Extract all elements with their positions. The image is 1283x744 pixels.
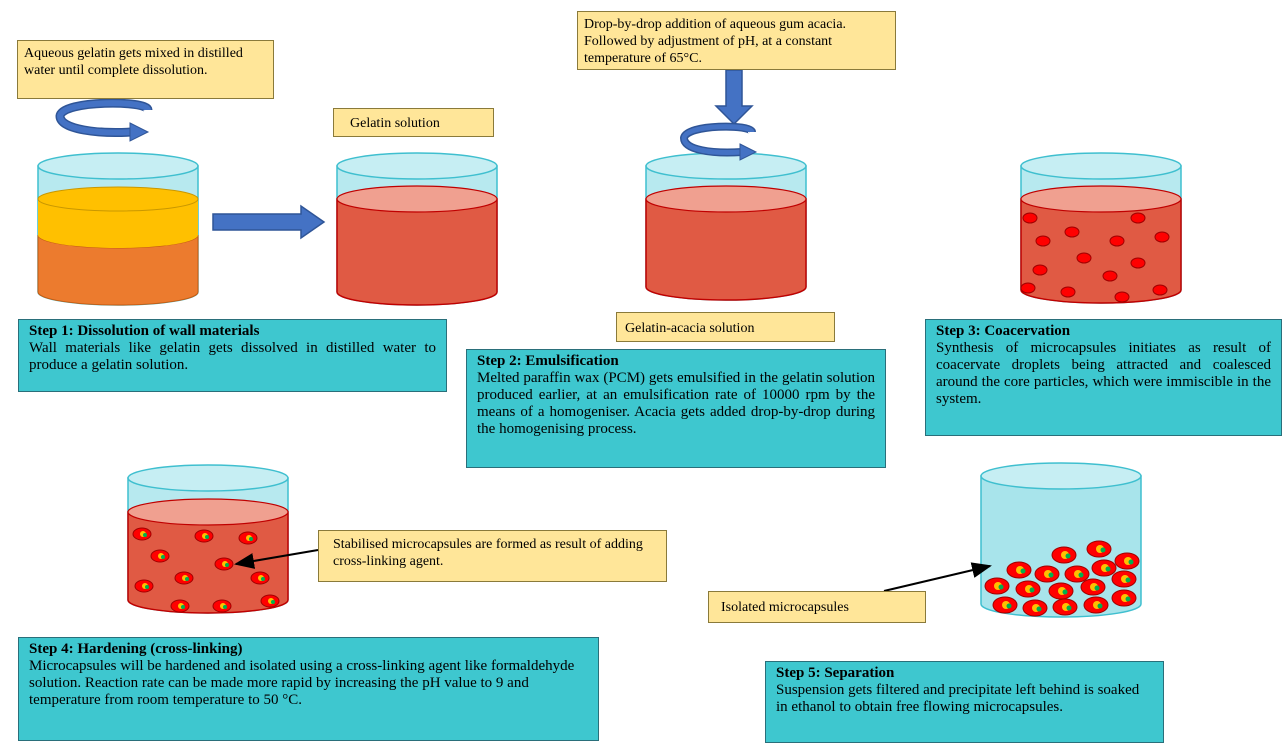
- beaker-5: [127, 464, 289, 614]
- step-title: Step 3: Coacervation: [936, 323, 1071, 339]
- note-stabilised-microcapsules: Stabilised microcapsules are formed as r…: [318, 530, 667, 582]
- stir-arrow-icon: [679, 122, 758, 161]
- step-3-box: Step 3: Coacervation Synthesis of microc…: [925, 319, 1282, 436]
- step-title: Step 1: Dissolution of wall materials: [29, 323, 260, 339]
- step-body: Suspension gets filtered and precipitate…: [776, 682, 1140, 715]
- droplets: [1020, 212, 1170, 303]
- step-title: Step 5: Separation: [776, 665, 895, 681]
- step-body: Microcapsules will be hardened and isola…: [29, 658, 575, 708]
- hardened-microcapsules: [132, 527, 280, 613]
- step-body: Melted paraffin wax (PCM) gets emulsifie…: [477, 370, 875, 437]
- stir-arrow-icon: [55, 98, 153, 142]
- note-gelatin-mixing: Aqueous gelatin gets mixed in distilled …: [17, 40, 274, 99]
- step-body: Synthesis of microcapsules initiates as …: [936, 340, 1271, 407]
- step-5-box: Step 5: Separation Suspension gets filte…: [765, 661, 1164, 743]
- beaker-3: [645, 152, 807, 301]
- pointer-arrow: [234, 549, 319, 569]
- note-acacia-addition: Drop-by-drop addition of aqueous gum aca…: [577, 11, 896, 70]
- note-gelatin-solution: Gelatin solution: [333, 108, 494, 137]
- beaker-4: [1020, 152, 1182, 304]
- step-1-box: Step 1: Dissolution of wall materials Wa…: [18, 319, 447, 392]
- step-2-box: Step 2: Emulsification Melted paraffin w…: [466, 349, 886, 468]
- note-gelatin-acacia: Gelatin-acacia solution: [616, 312, 835, 342]
- beaker-2: [336, 152, 498, 306]
- step-title: Step 4: Hardening (cross-linking): [29, 641, 243, 657]
- step-body: Wall materials like gelatin gets dissolv…: [29, 340, 436, 373]
- right-arrow-icon: [212, 204, 326, 240]
- isolated-microcapsules: [984, 540, 1140, 617]
- pointer-arrow: [883, 562, 992, 592]
- down-arrow-icon: [714, 69, 754, 126]
- step-title: Step 2: Emulsification: [477, 353, 619, 369]
- step-4-box: Step 4: Hardening (cross-linking) Microc…: [18, 637, 599, 741]
- beaker-1: [37, 152, 199, 306]
- note-isolated-microcapsules: Isolated microcapsules: [708, 591, 926, 623]
- beaker-6: [980, 462, 1142, 618]
